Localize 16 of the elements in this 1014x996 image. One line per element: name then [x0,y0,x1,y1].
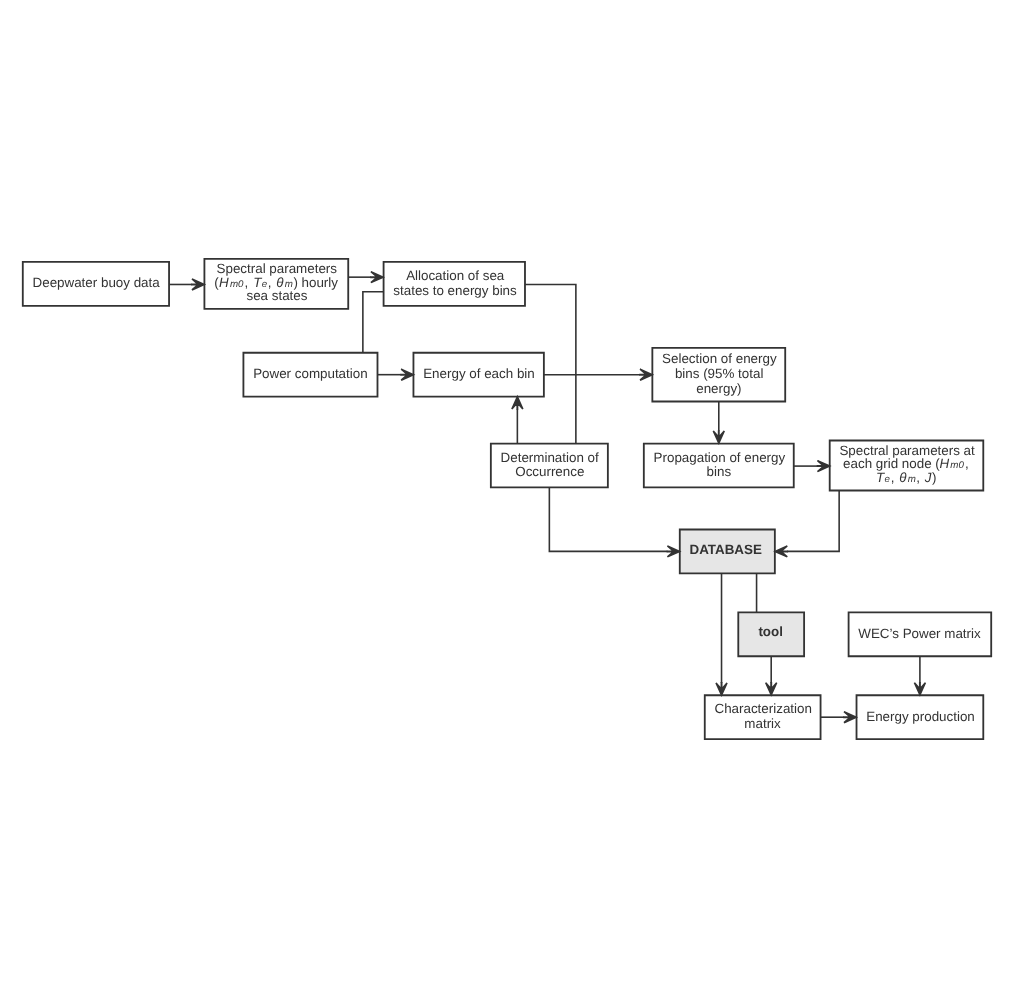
arrow [764,654,778,695]
arrow [543,367,654,380]
arrow [793,458,831,472]
connector [362,290,384,353]
arrow [511,394,524,444]
arrow [715,571,728,695]
connector [524,282,577,444]
arrow [712,400,726,443]
connector [755,571,758,612]
arrow [913,654,927,695]
arrow [820,709,857,723]
arrow [168,277,205,290]
arrow [377,367,415,380]
arrow [347,269,384,283]
arrow [548,485,681,557]
arrow [774,489,840,557]
